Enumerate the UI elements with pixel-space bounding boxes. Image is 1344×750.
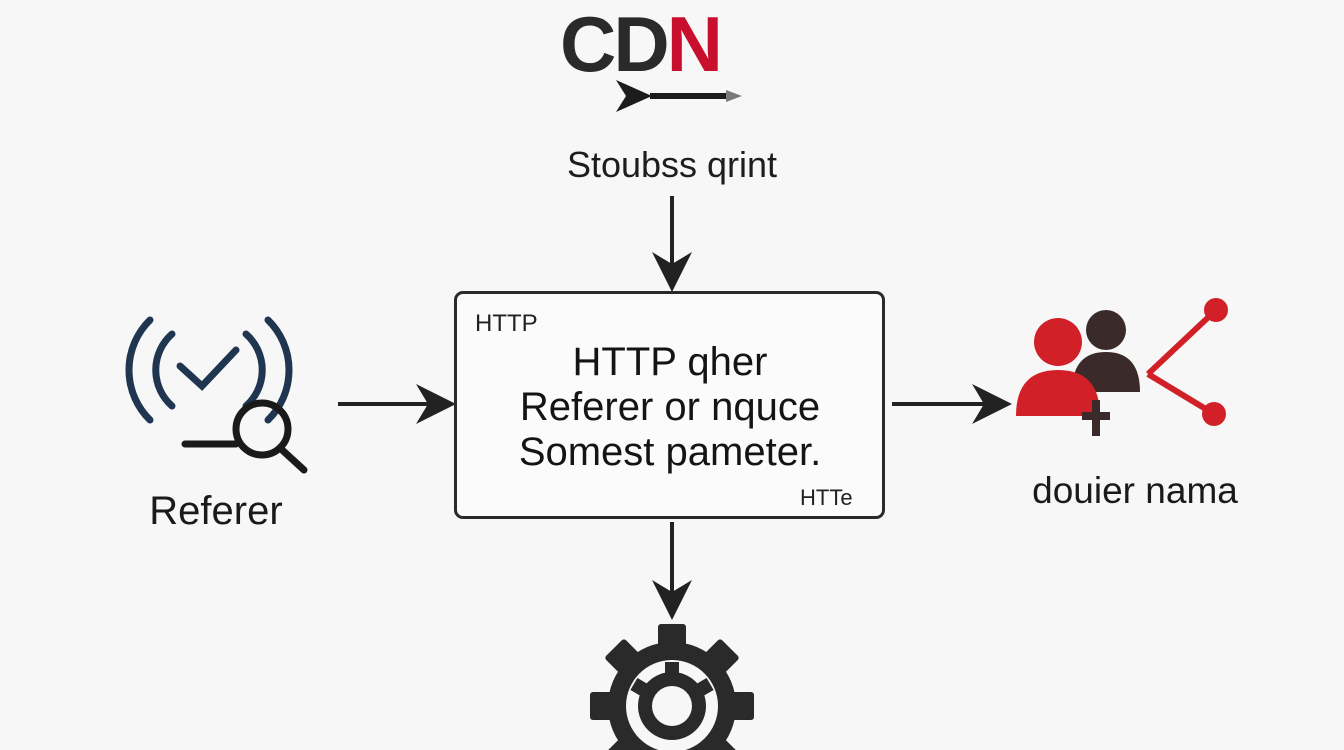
box-line-1: HTTP qher [572, 340, 768, 384]
box-tag-bottom: HTTe [800, 485, 853, 510]
box-line-2: Referer or nquce [519, 385, 821, 429]
left-node-label: Referer [149, 489, 283, 533]
http-request-box [454, 291, 885, 519]
right-node-label: douier nama [1032, 470, 1238, 511]
box-body-text: HTTP qher Referer or nquce Somest pamete… [470, 340, 870, 475]
cdn-logo: CDN [560, 4, 790, 84]
box-tag-top: HTTP [475, 310, 538, 337]
top-label: Stoubss qrint [566, 144, 778, 185]
logo-text-main: CD [560, 0, 670, 88]
box-line-3: Somest pameter. [518, 430, 822, 474]
logo-text-accent: N [666, 0, 723, 88]
